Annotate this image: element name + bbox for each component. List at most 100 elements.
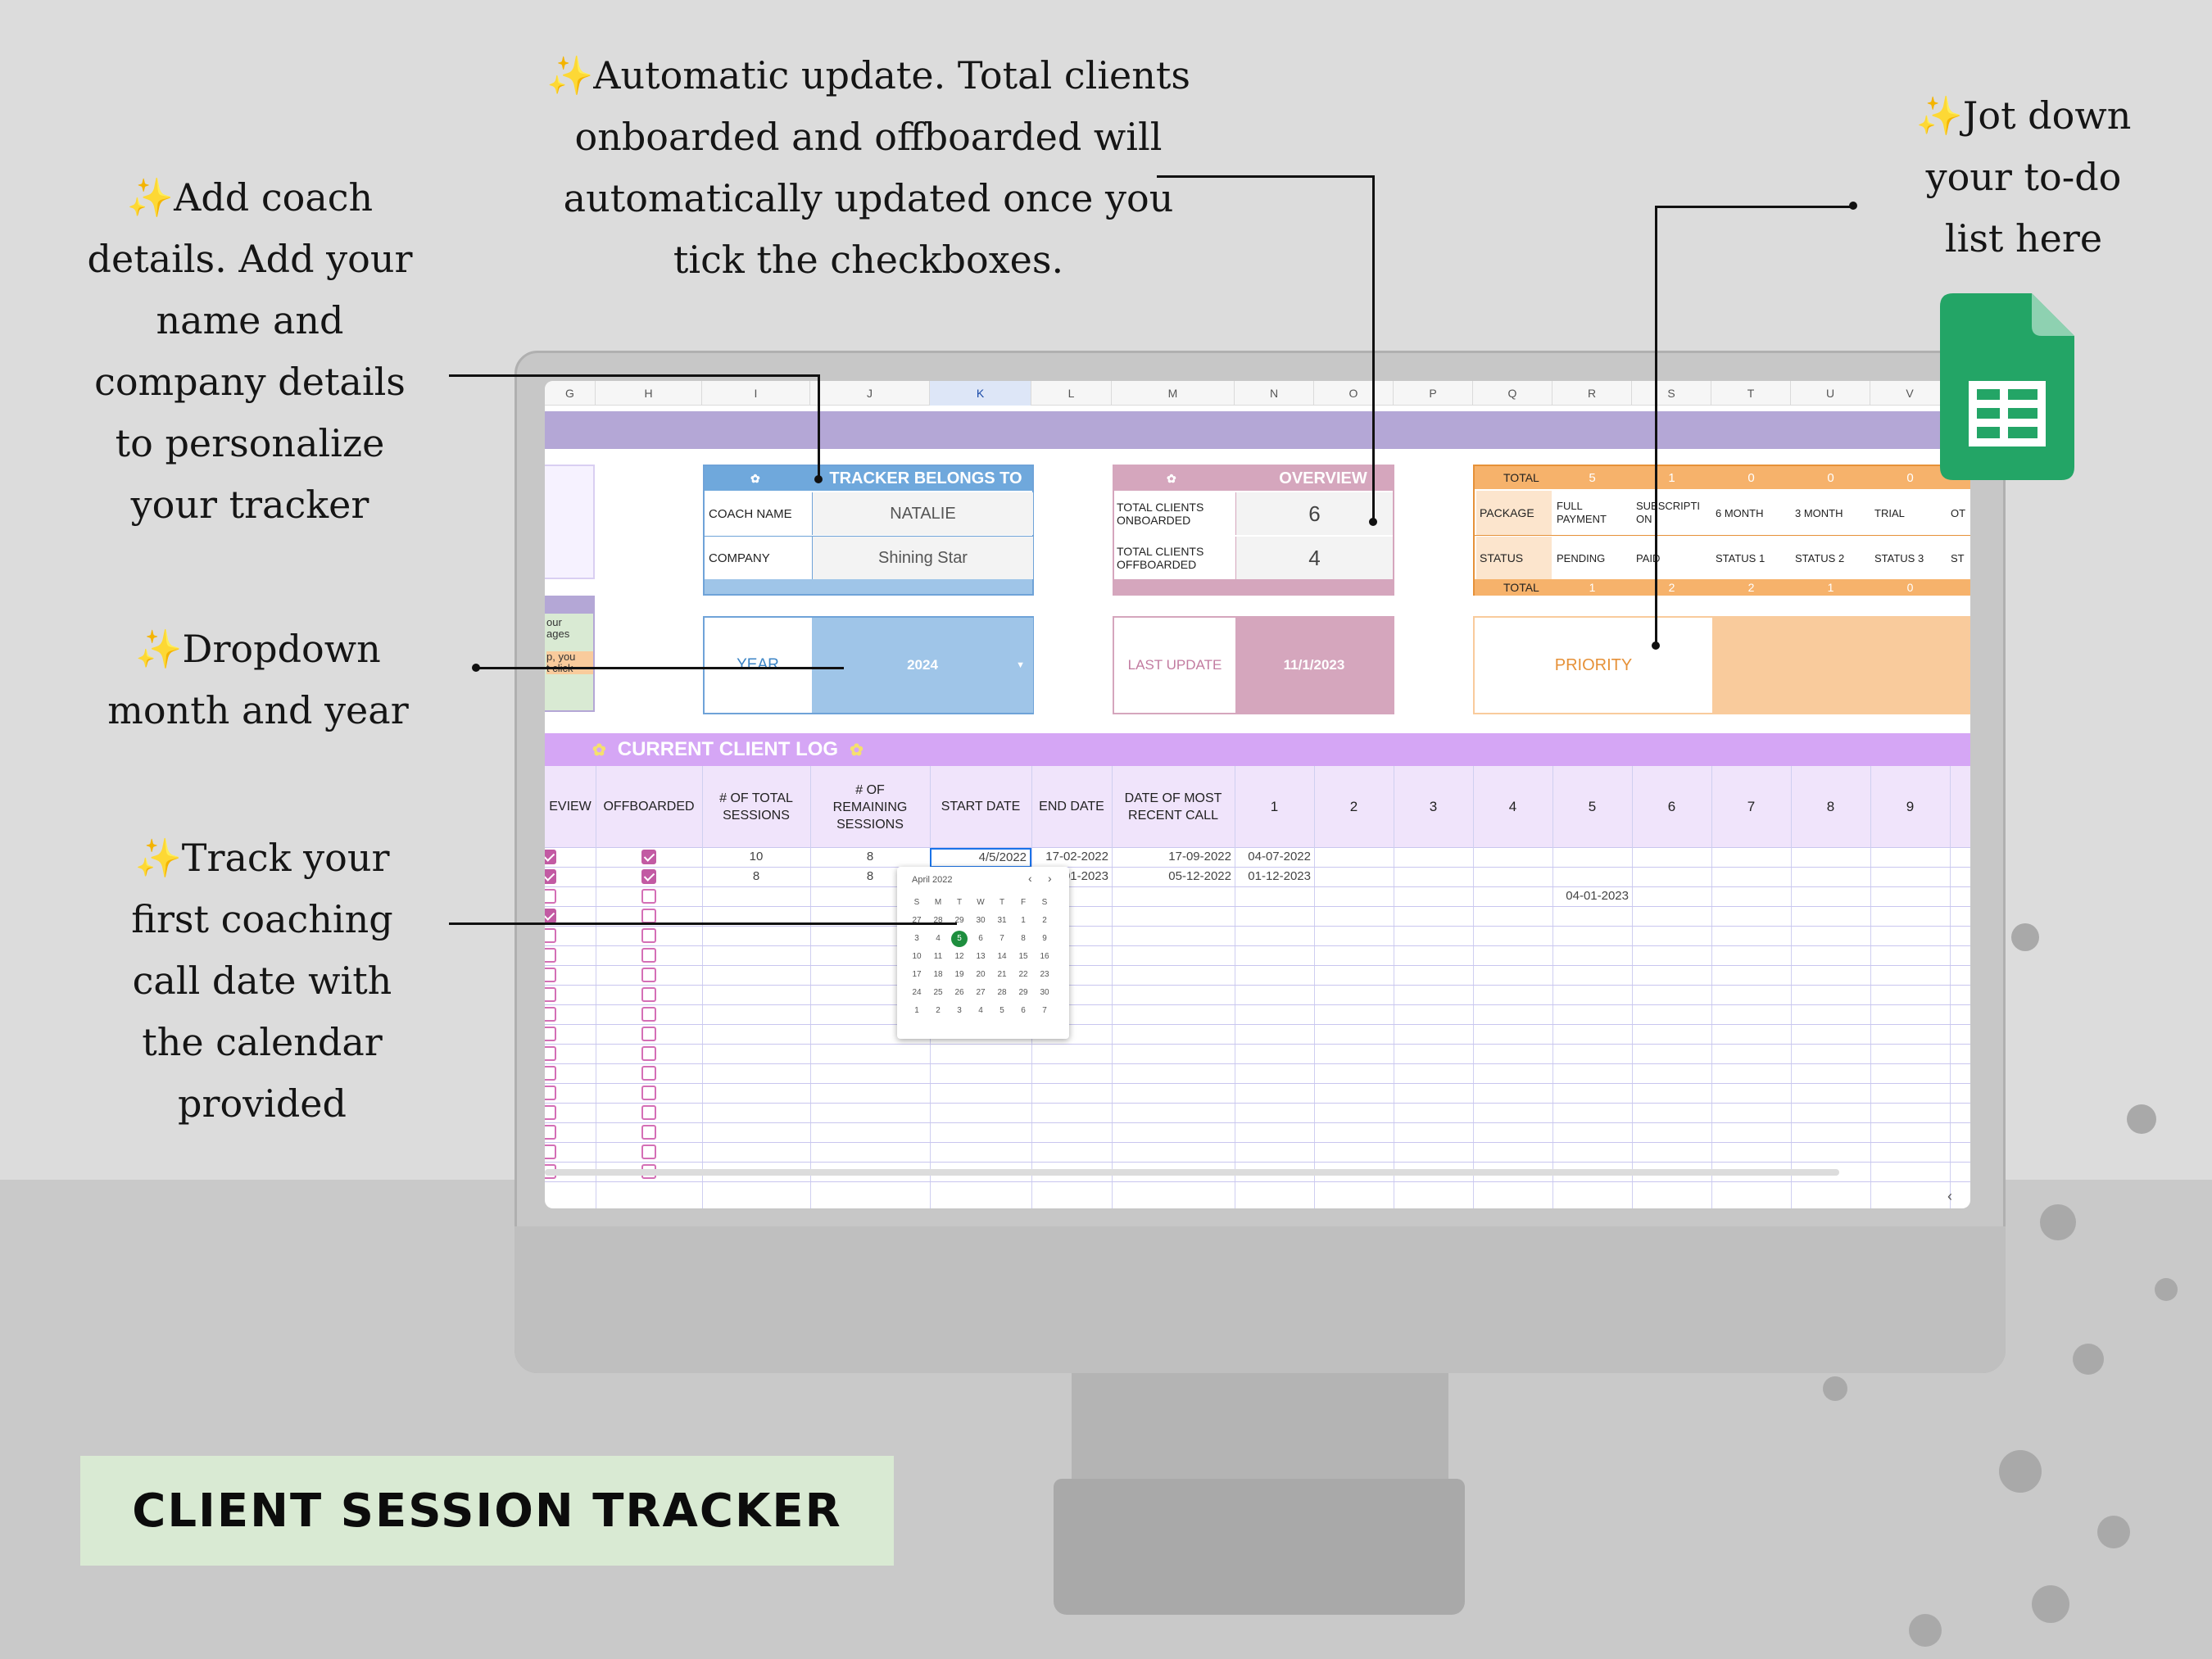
session-date-cell[interactable]: 01-12-2023 [1248,869,1311,883]
calendar-day[interactable]: 26 [954,988,964,997]
calendar-day[interactable]: 24 [912,988,922,997]
calendar-day[interactable]: 4 [936,934,941,943]
offboarded-checkbox[interactable] [641,1105,656,1120]
column-header[interactable]: I [702,381,810,406]
calendar-day[interactable]: 25 [933,988,943,997]
calendar-day[interactable]: 30 [976,916,986,925]
calendar-day[interactable]: 4 [978,1006,983,1015]
review-checkbox[interactable] [545,1105,556,1120]
calendar-day[interactable]: 6 [1021,1006,1026,1015]
offboarded-checkbox[interactable] [641,1086,656,1100]
review-checkbox[interactable] [545,909,556,923]
calendar-day[interactable]: 28 [933,916,943,925]
column-header[interactable]: H [596,381,702,406]
chevron-left-icon[interactable]: ‹ [1028,872,1032,885]
column-header[interactable]: M [1112,381,1235,406]
offboarded-checkbox[interactable] [641,1007,656,1022]
column-header[interactable]: L [1031,381,1112,406]
review-checkbox[interactable] [545,889,556,904]
column-header[interactable]: V [1870,381,1950,406]
column-header[interactable]: O [1314,381,1394,406]
total-sessions-cell[interactable]: 8 [752,869,760,883]
column-header[interactable]: G [545,381,596,406]
review-checkbox[interactable] [545,1145,556,1159]
offboarded-checkbox[interactable] [641,1046,656,1061]
calendar-day[interactable]: 29 [1018,988,1028,997]
offboarded-checkbox[interactable] [641,987,656,1002]
calendar-day[interactable]: 18 [933,970,943,979]
review-checkbox[interactable] [545,850,556,864]
calendar-day[interactable]: 2 [936,1006,941,1015]
calendar-day[interactable]: 21 [997,970,1007,979]
offboarded-checkbox[interactable] [641,1145,656,1159]
offboarded-checkbox[interactable] [641,948,656,963]
calendar-day[interactable]: 11 [933,952,943,961]
calendar-day[interactable]: 10 [912,952,922,961]
calendar-day[interactable]: 28 [997,988,1007,997]
calendar-day[interactable]: 27 [912,916,922,925]
remaining-sessions-cell[interactable]: 8 [866,869,874,883]
review-checkbox[interactable] [545,1066,556,1081]
review-checkbox[interactable] [545,1125,556,1140]
offboarded-checkbox[interactable] [641,1066,656,1081]
calendar-day[interactable]: 1 [1021,916,1026,925]
session-date-cell[interactable]: 04-01-2023 [1566,889,1629,903]
review-checkbox[interactable] [545,928,556,943]
calendar-day[interactable]: 12 [954,952,964,961]
column-header[interactable]: Q [1473,381,1552,406]
calendar-day[interactable]: 23 [1040,970,1049,979]
column-header[interactable]: R [1552,381,1632,406]
last-update-value[interactable]: 11/1/2023 [1235,618,1393,713]
review-checkbox[interactable] [545,869,556,884]
calendar-day[interactable]: 2 [1042,916,1047,925]
calendar-day[interactable]: 7 [999,934,1004,943]
calendar-day[interactable]: 27 [976,988,986,997]
total-sessions-cell[interactable]: 10 [749,850,764,863]
column-header-selected[interactable]: K [930,381,1031,406]
collapse-chevron-icon[interactable]: ‹ [1947,1188,1952,1204]
calendar-day[interactable]: 20 [976,970,986,979]
priority-field[interactable] [1712,618,1970,713]
horizontal-scrollbar[interactable] [545,1169,1839,1176]
session-date-cell[interactable]: 04-07-2022 [1248,850,1311,863]
calendar-day[interactable]: 22 [1018,970,1028,979]
calendar-day[interactable]: 30 [1040,988,1049,997]
offboarded-checkbox[interactable] [641,909,656,923]
end-date-cell[interactable]: 01-2023 [1063,869,1108,883]
review-checkbox[interactable] [545,1027,556,1041]
calendar-day[interactable]: 14 [997,952,1007,961]
coach-name-field[interactable]: NATALIE [812,492,1033,535]
review-checkbox[interactable] [545,948,556,963]
remaining-sessions-cell[interactable]: 8 [866,850,874,863]
recent-call-cell[interactable]: 17-09-2022 [1168,850,1231,863]
offboarded-checkbox[interactable] [641,928,656,943]
offboarded-checkbox[interactable] [641,869,656,884]
calendar-day[interactable]: 19 [954,970,964,979]
column-header[interactable]: P [1394,381,1473,406]
calendar-day[interactable]: 3 [914,934,919,943]
column-header[interactable]: N [1235,381,1314,406]
offboarded-checkbox[interactable] [641,889,656,904]
column-header[interactable]: T [1711,381,1791,406]
year-dropdown[interactable]: 2024 ▼ [812,618,1033,713]
end-date-cell[interactable]: 17-02-2022 [1045,850,1108,863]
calendar-day[interactable]: 31 [997,916,1007,925]
calendar-day[interactable]: 16 [1040,952,1049,961]
offboarded-checkbox[interactable] [641,968,656,982]
column-header[interactable]: S [1632,381,1711,406]
review-checkbox[interactable] [545,1046,556,1061]
column-header[interactable]: U [1791,381,1870,406]
calendar-day[interactable]: 1 [914,1006,919,1015]
offboarded-checkbox[interactable] [641,1125,656,1140]
calendar-day[interactable]: 15 [1018,952,1028,961]
offboarded-checkbox[interactable] [641,1027,656,1041]
calendar-day[interactable]: 5 [951,931,968,947]
review-checkbox[interactable] [545,987,556,1002]
column-header[interactable]: J [810,381,930,406]
start-date-cell-selected[interactable]: 4/5/2022 [930,848,1031,868]
calendar-day[interactable]: 5 [999,1006,1004,1015]
offboarded-checkbox[interactable] [641,850,656,864]
review-checkbox[interactable] [545,1007,556,1022]
review-checkbox[interactable] [545,968,556,982]
